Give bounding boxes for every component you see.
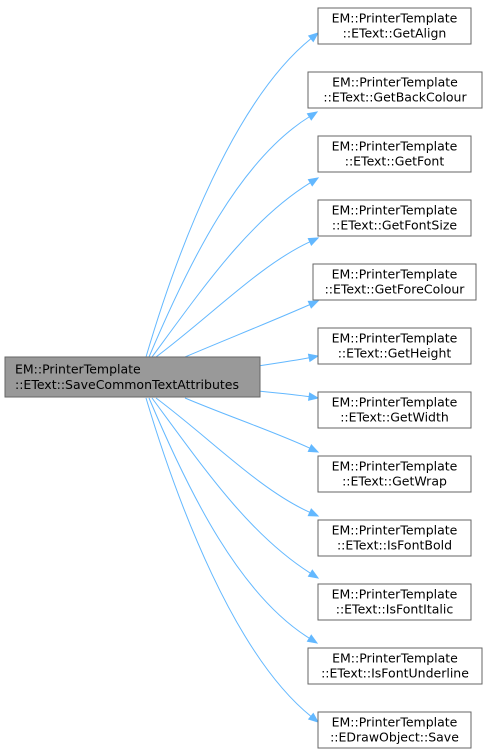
call-edge-etext-is-font-underline <box>148 397 319 644</box>
callee-node-label-line2: ::EText::IsFontItalic <box>336 602 454 617</box>
arrowhead-icon <box>307 237 320 246</box>
arrowhead-icon <box>307 508 320 517</box>
edge-line <box>155 397 310 513</box>
callee-node-label-line1: EM::PrinterTemplate <box>332 395 458 410</box>
call-edge-etext-is-font-italic <box>151 397 320 579</box>
call-edges <box>145 32 320 723</box>
edge-line <box>155 241 311 358</box>
callee-node-etext-get-align[interactable]: EM::PrinterTemplate::EText::GetAlign <box>317 7 472 45</box>
call-edge-etext-get-wrap <box>184 397 320 453</box>
callee-node-label-line2: ::EText::GetWrap <box>342 474 447 489</box>
callee-node-box <box>307 71 483 109</box>
callee-node-label-line2: ::EText::GetBackColour <box>323 90 467 105</box>
call-edge-etext-get-height <box>257 353 320 367</box>
arrowhead-icon <box>307 177 320 187</box>
call-edge-etext-get-font-size <box>155 237 320 358</box>
callee-node-box <box>307 647 483 685</box>
callee-node-label-line1: EM::PrinterTemplate <box>332 11 458 26</box>
callee-node-etext-get-width[interactable]: EM::PrinterTemplate::EText::GetWidth <box>317 391 472 429</box>
arrowhead-icon <box>307 353 320 363</box>
edge-line <box>257 357 310 367</box>
callee-node-label-line2: ::EText::GetForeColour <box>325 282 466 297</box>
edge-line <box>151 182 311 358</box>
callee-node-etext-get-fore-colour[interactable]: EM::PrinterTemplate::EText::GetForeColou… <box>312 263 477 301</box>
edge-line <box>184 304 310 358</box>
callee-node-etext-get-font[interactable]: EM::PrinterTemplate::EText::GetFont <box>317 135 472 173</box>
callee-node-etext-is-font-italic[interactable]: EM::PrinterTemplate::EText::IsFontItalic <box>317 583 472 621</box>
callee-nodes: EM::PrinterTemplate::EText::GetAlignEM::… <box>307 7 483 749</box>
call-edge-etext-get-font <box>151 177 320 358</box>
root-node[interactable]: EM::PrinterTemplate ::EText::SaveCommonT… <box>4 356 261 398</box>
callee-node-edraw-object-save[interactable]: EM::PrinterTemplate::EDrawObject::Save <box>317 711 472 749</box>
callee-node-box <box>317 583 472 621</box>
edge-line <box>145 397 312 717</box>
callee-node-box <box>317 391 472 429</box>
callee-node-etext-get-wrap[interactable]: EM::PrinterTemplate::EText::GetWrap <box>317 455 472 493</box>
edge-line <box>184 397 311 449</box>
root-node-label-line1: EM::PrinterTemplate <box>15 362 141 377</box>
arrowhead-icon <box>307 300 320 309</box>
arrowhead-icon <box>306 111 319 121</box>
arrowhead-icon <box>307 712 320 723</box>
edge-line <box>151 397 311 574</box>
callee-node-etext-is-font-underline[interactable]: EM::PrinterTemplate::EText::IsFontUnderl… <box>307 647 483 685</box>
call-edge-etext-is-font-bold <box>155 397 320 517</box>
callee-node-label-line2: ::EDrawObject::Save <box>330 730 459 745</box>
call-edge-etext-get-width <box>257 390 320 401</box>
callee-node-label-line2: ::EText::GetHeight <box>338 346 452 361</box>
callee-node-label-line1: EM::PrinterTemplate <box>332 523 458 538</box>
arrowhead-icon <box>307 32 320 43</box>
callee-node-etext-get-font-size[interactable]: EM::PrinterTemplate::EText::GetFontSize <box>317 199 472 237</box>
callee-node-label-line2: ::EText::IsFontBold <box>337 538 452 553</box>
callee-node-label-line2: ::EText::GetAlign <box>343 26 447 41</box>
edge-line <box>148 116 310 358</box>
callee-node-box <box>317 519 472 557</box>
root-node-box <box>4 356 261 398</box>
callee-node-label-line1: EM::PrinterTemplate <box>332 331 458 346</box>
arrowhead-icon <box>307 444 320 453</box>
call-edge-etext-get-back-colour <box>148 111 319 358</box>
callee-node-label-line1: EM::PrinterTemplate <box>332 75 458 90</box>
callee-node-label-line1: EM::PrinterTemplate <box>332 459 458 474</box>
callee-node-box <box>317 711 472 749</box>
callee-node-etext-is-font-bold[interactable]: EM::PrinterTemplate::EText::IsFontBold <box>317 519 472 557</box>
call-edge-edraw-object-save <box>145 397 320 723</box>
arrowhead-icon <box>307 569 320 579</box>
callee-node-label-line2: ::EText::GetFontSize <box>332 218 457 233</box>
arrowhead-icon <box>307 392 320 401</box>
callee-node-label-line2: ::EText::GetWidth <box>340 410 449 425</box>
callee-node-etext-get-back-colour[interactable]: EM::PrinterTemplate::EText::GetBackColou… <box>307 71 483 109</box>
callee-node-box <box>317 135 472 173</box>
callee-node-label-line1: EM::PrinterTemplate <box>332 651 458 666</box>
root-node-label-line2: ::EText::SaveCommonTextAttributes <box>15 377 239 392</box>
callee-node-label-line2: ::EText::GetFont <box>345 154 445 169</box>
edge-line <box>148 397 310 639</box>
callee-node-box <box>312 263 477 301</box>
arrowhead-icon <box>306 634 319 644</box>
edge-line <box>145 38 312 358</box>
callee-node-label-line1: EM::PrinterTemplate <box>332 587 458 602</box>
call-edge-etext-get-fore-colour <box>184 300 320 358</box>
callee-node-label-line1: EM::PrinterTemplate <box>332 715 458 730</box>
callee-node-label-line1: EM::PrinterTemplate <box>332 139 458 154</box>
callee-node-label-line1: EM::PrinterTemplate <box>332 203 458 218</box>
call-edge-etext-get-align <box>145 32 320 358</box>
callee-node-box <box>317 7 472 45</box>
callee-node-box <box>317 199 472 237</box>
callee-node-etext-get-height[interactable]: EM::PrinterTemplate::EText::GetHeight <box>317 327 472 365</box>
edge-line <box>257 390 310 398</box>
callee-node-label-line1: EM::PrinterTemplate <box>332 267 458 282</box>
callee-node-box <box>317 455 472 493</box>
callee-node-box <box>317 327 472 365</box>
callee-node-label-line2: ::EText::IsFontUnderline <box>321 666 469 681</box>
